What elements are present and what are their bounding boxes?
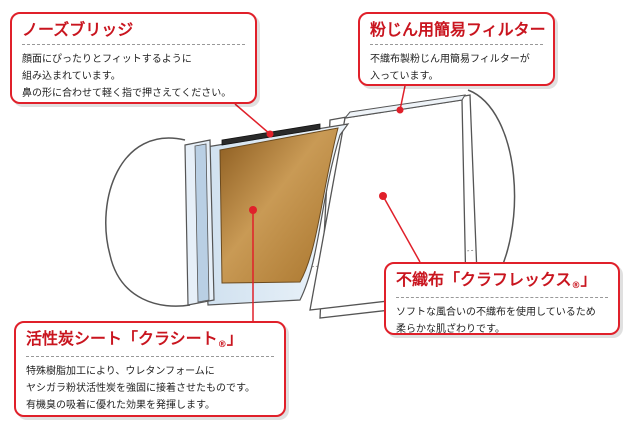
callout-nonwoven: 不織布「クラフレックス®」 ソフトな風合いの不織布を使用しているため 柔らかな肌… — [384, 262, 620, 335]
dust-filter-edge — [343, 94, 466, 119]
callout-line: 顔面にぴったりとフィットするように — [22, 54, 192, 65]
callout-title: 活性炭シート「クラシート®」 — [26, 329, 274, 357]
callout-line: 特殊樹脂加工により、ウレタンフォームに — [26, 366, 215, 377]
callout-carbon-sheet: 活性炭シート「クラシート®」 特殊樹脂加工により、ウレタンフォームに ヤシガラ粉… — [14, 321, 286, 417]
leader-dot-nose — [266, 130, 274, 138]
title-main: 不織布「クラフレックス — [396, 270, 572, 289]
callout-line: 有機臭の吸着に優れた効果を発揮します。 — [26, 400, 215, 411]
callout-body: ソフトな風合いの不織布を使用しているため 柔らかな肌ざわりです。 — [396, 304, 608, 338]
callout-title: 粉じん用簡易フィルター — [370, 20, 546, 45]
leader-dust-filter — [399, 85, 406, 111]
leader-dot-carbon — [249, 206, 257, 214]
leader-dot-nonwoven — [379, 192, 387, 200]
carbon-sheet — [219, 127, 339, 284]
callout-body: 不織布製粉じん用簡易フィルターが 入っています。 — [370, 51, 543, 85]
callout-line: 組み込まれています。 — [22, 71, 121, 82]
title-main: 活性炭シート「クラシート — [26, 329, 218, 348]
left-ear-loop — [105, 137, 191, 307]
callout-body: 特殊樹脂加工により、ウレタンフォームに ヤシガラ粉状活性炭を強固に接着させたもの… — [26, 363, 274, 414]
callout-nose-bridge: ノーズブリッジ 顔面にぴったりとフィットするように 組み込まれています。 鼻の形… — [10, 12, 257, 104]
registered-mark: ® — [217, 340, 227, 350]
callout-body: 顔面にぴったりとフィットするように 組み込まれています。 鼻の形に合わせて軽く指… — [22, 51, 245, 102]
callout-line: ヤシガラ粉状活性炭を強固に接着させたものです。 — [26, 383, 255, 394]
callout-dust-filter: 粉じん用簡易フィルター 不織布製粉じん用簡易フィルターが 入っています。 — [358, 12, 555, 86]
callout-line: 不織布製粉じん用簡易フィルターが — [370, 54, 530, 65]
callout-line: 柔らかな肌ざわりです。 — [396, 324, 505, 335]
callout-line: 鼻の形に合わせて軽く指で押さえてください。 — [22, 88, 232, 99]
leader-nonwoven — [382, 195, 421, 263]
callout-line: ソフトな風合いの不織布を使用しているため — [396, 307, 596, 318]
front-edge-ribbon-inner — [194, 143, 210, 303]
title-end: 」 — [580, 270, 597, 289]
title-end: 」 — [226, 329, 243, 348]
leader-dot-filter — [396, 106, 404, 114]
registered-mark: ® — [571, 281, 581, 291]
callout-line: 入っています。 — [370, 71, 439, 82]
leader-nose-bridge — [234, 103, 271, 135]
callout-title: ノーズブリッジ — [22, 20, 245, 45]
callout-title: 不織布「クラフレックス®」 — [396, 270, 608, 298]
